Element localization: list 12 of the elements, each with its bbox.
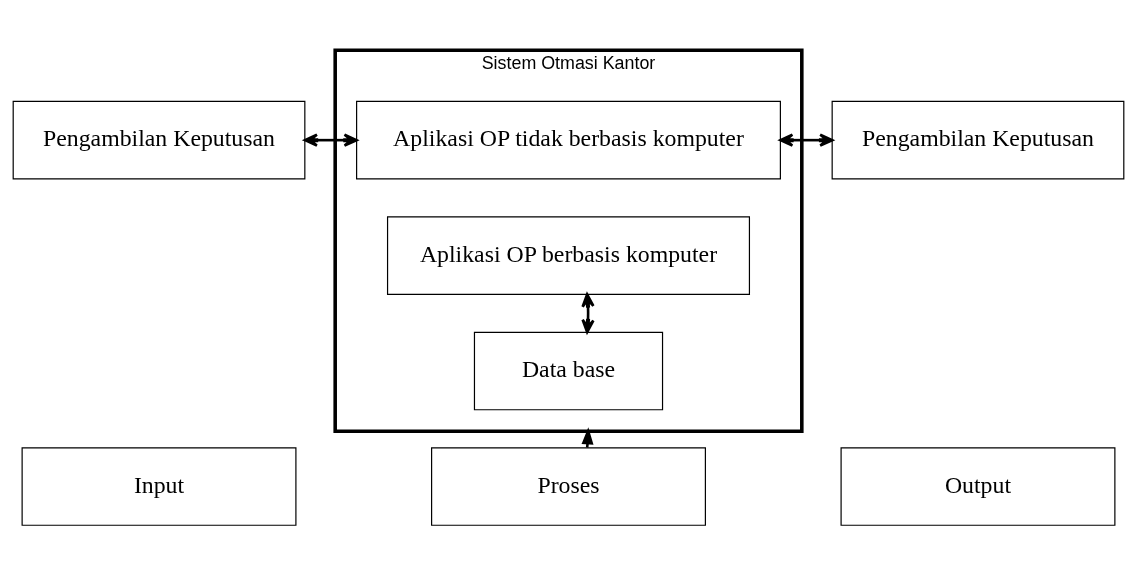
arrow [779, 133, 834, 147]
node-box: Pengambilan Keputusan [12, 100, 306, 180]
node-box: Input [21, 447, 297, 526]
node-box: Proses [431, 447, 706, 526]
node-box: Output [840, 447, 1116, 526]
node-box: Aplikasi OP tidak berbasis komputer [356, 100, 781, 180]
node-box: Aplikasi OP berbasis komputer [386, 216, 751, 295]
node-box: Data base [473, 331, 664, 411]
arrow [303, 133, 358, 147]
arrow [581, 427, 594, 448]
node-box: Pengambilan Keputusan [831, 100, 1125, 180]
arrow [581, 293, 595, 334]
